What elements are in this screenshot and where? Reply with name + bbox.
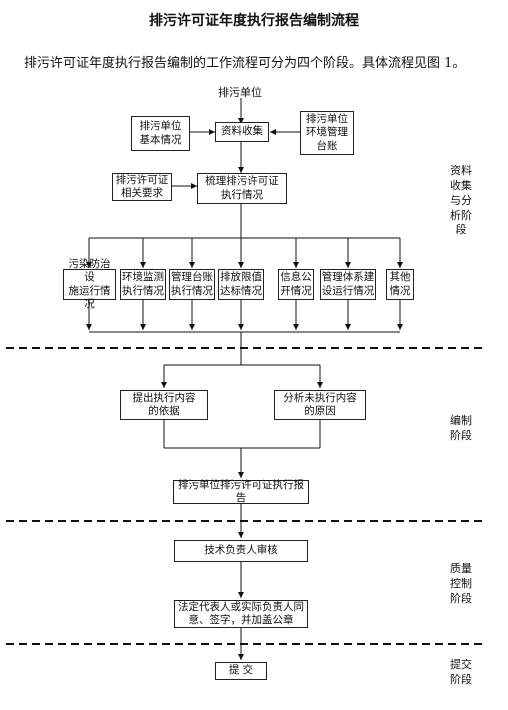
mgmt-ledger-box: 管理台账 执行情况 xyxy=(169,269,215,300)
env-ledger-box: 排污单位 环境管理 台账 xyxy=(300,111,354,155)
reasons-box: 分析未执行内容 的原因 xyxy=(274,390,366,420)
pollution-control-box: 污染防治设 施运行情况 xyxy=(63,258,116,310)
env-monitoring-box: 环境监测 执行情况 xyxy=(120,269,166,300)
emission-limits-box: 排放限值 达标情况 xyxy=(218,269,264,300)
sort-permit-box: 梳理排污许可证 执行情况 xyxy=(197,173,287,204)
source-label: 排污单位 xyxy=(218,86,262,99)
report-box: 排污单位排污许可证执行报告 xyxy=(173,479,309,504)
legal-sign-box: 法定代表人或实际负责人同 意、签字，并加盖公章 xyxy=(174,600,308,628)
intro-paragraph: 排污许可证年度执行报告编制的工作流程可分为四个阶段。具体流程见图 1。 xyxy=(24,56,466,71)
mgmt-system-box: 管理体系建 设运行情况 xyxy=(320,269,376,300)
tech-review-box: 技术负责人审核 xyxy=(174,540,308,562)
info-disclosure-box: 信息公 开情况 xyxy=(278,269,314,300)
permit-requirements-box: 排污许可证 相关要求 xyxy=(112,173,172,201)
submit-box: 提 交 xyxy=(215,662,267,680)
stage-label-compile: 编制 阶段 xyxy=(450,414,472,442)
basis-box: 提出执行内容 的依据 xyxy=(120,390,208,420)
data-collection-box: 资料收集 xyxy=(215,122,269,142)
stage-label-submit: 提交 阶段 xyxy=(450,658,472,686)
unit-basic-info-box: 排污单位 基本情况 xyxy=(131,116,190,151)
stage-label-collect: 资料 收集 与分 析阶 段 xyxy=(450,164,472,237)
other-box: 其他 情况 xyxy=(386,269,414,300)
stage-label-qc: 质量 控制 阶段 xyxy=(450,562,472,605)
document-title: 排污许可证年度执行报告编制流程 xyxy=(149,13,359,29)
